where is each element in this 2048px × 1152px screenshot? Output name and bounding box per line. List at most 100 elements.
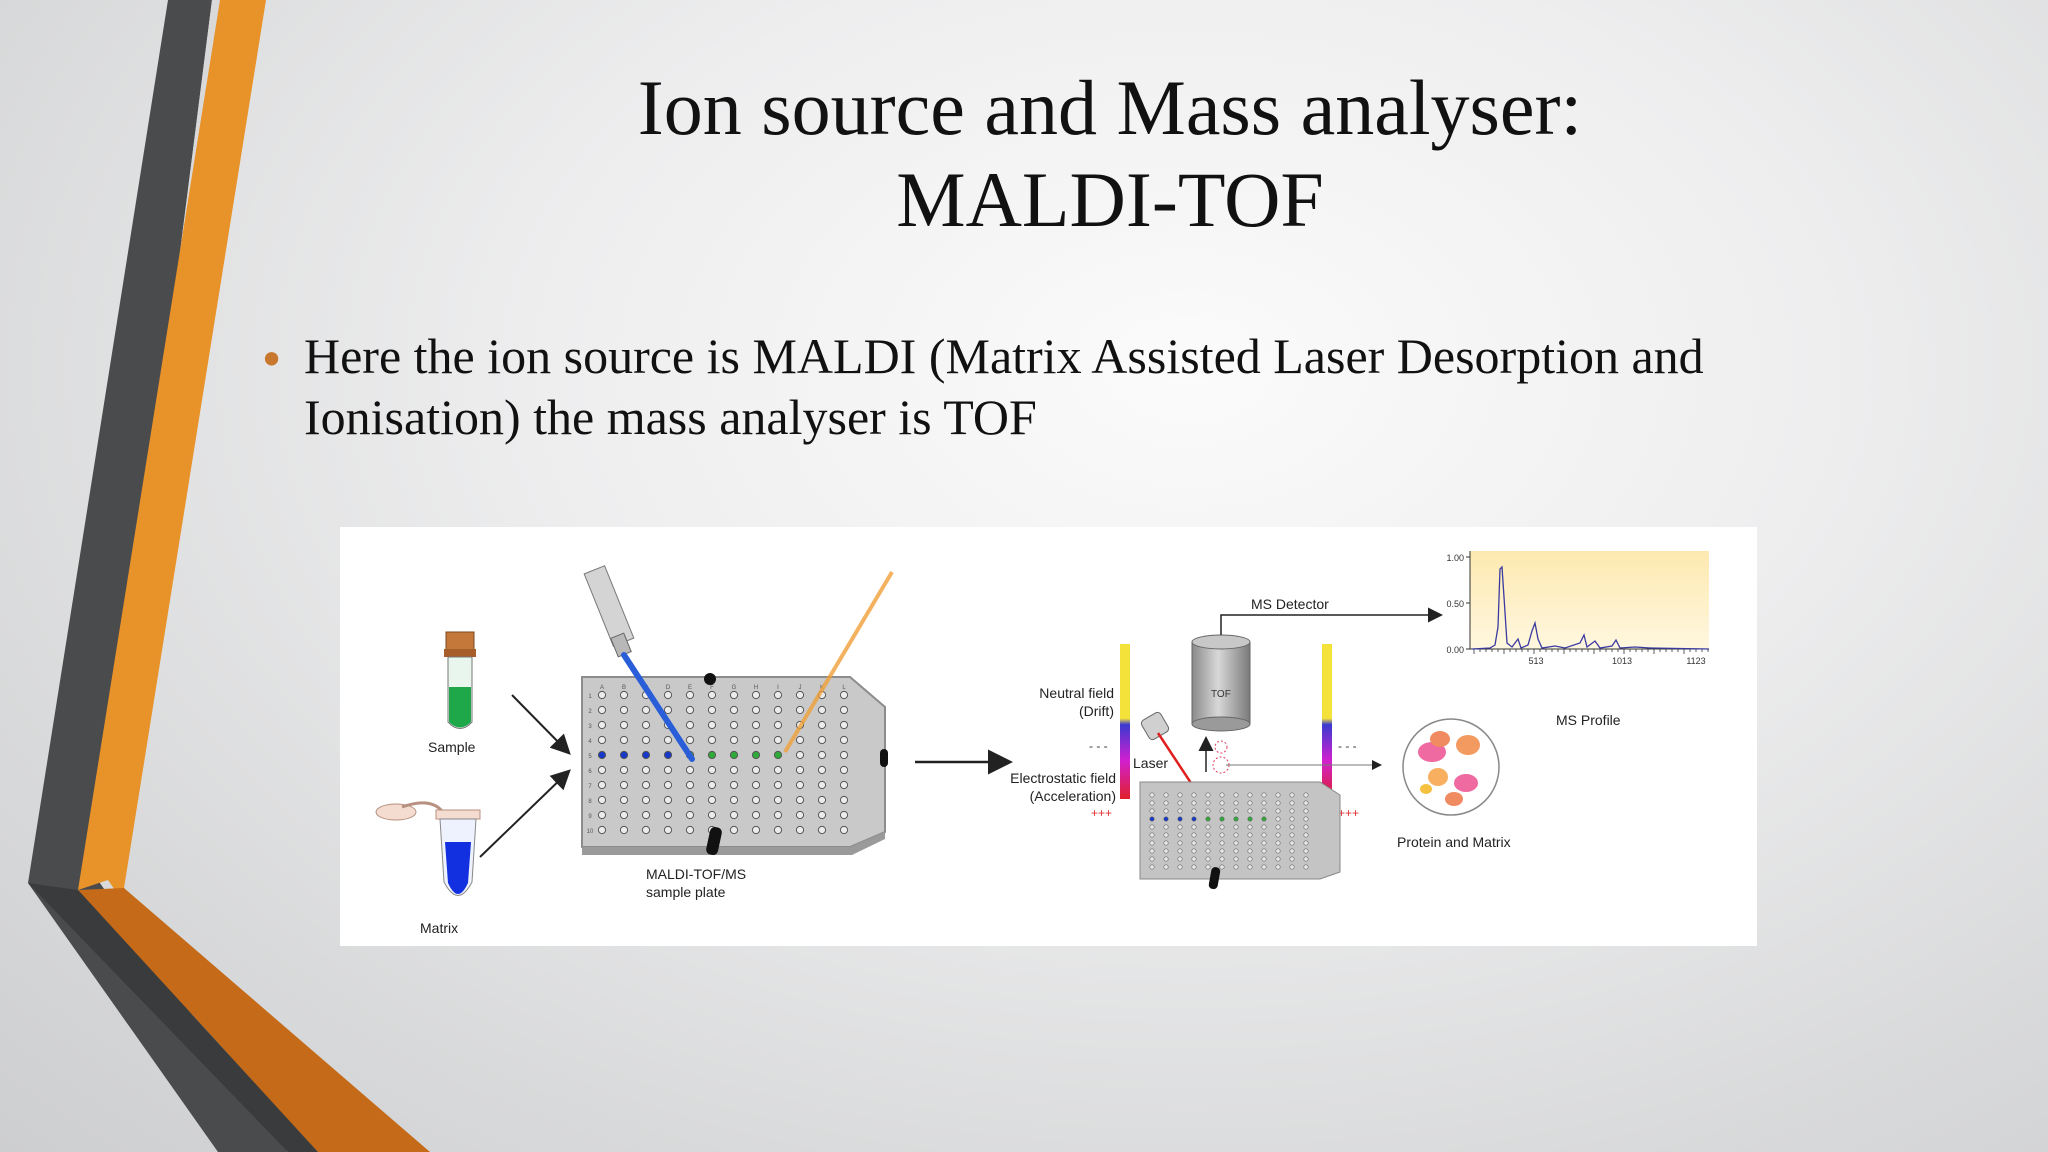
- instrument-plate-well: [1275, 824, 1281, 830]
- bullet-text: Here the ion source is MALDI (Matrix Ass…: [304, 328, 1704, 445]
- instrument-plate-well: [1219, 848, 1225, 854]
- plate-well: [663, 690, 673, 700]
- plate-well: [729, 825, 739, 835]
- tof-label: TOF: [1211, 689, 1231, 700]
- instrument-plate-well: [1303, 792, 1309, 798]
- instrument-plate-well: [1247, 848, 1253, 854]
- maldi-tof-diagram: Sample Matrix ABCDEFGHIJKL12345678910 MA…: [375, 551, 1710, 936]
- instrument-plate-well: [1289, 816, 1295, 822]
- sample-tube: [444, 631, 476, 729]
- plate-label-line1: MALDI-TOF/MS: [646, 866, 746, 882]
- instrument-plate-well: [1205, 840, 1211, 846]
- plate-row-label: 10: [587, 829, 594, 835]
- instrument-plate-well: [1177, 864, 1183, 870]
- plate-well: [773, 735, 783, 745]
- left-plus-signs: +++: [1091, 806, 1112, 820]
- instrument-plate-well: [1275, 840, 1281, 846]
- plate-well: [729, 720, 739, 730]
- instrument-plate-well: [1219, 808, 1225, 814]
- left-field-bar: [1120, 644, 1130, 799]
- plate-well: [817, 810, 827, 820]
- instrument-plate-well: [1191, 856, 1197, 862]
- instrument-plate-well: [1261, 816, 1267, 822]
- plate-row-label: 3: [588, 724, 592, 730]
- plate-well: [597, 705, 607, 715]
- instrument-plate-well: [1289, 840, 1295, 846]
- instrument-plate-well: [1289, 856, 1295, 862]
- instrument-plate-well: [1163, 848, 1169, 854]
- plate-well: [839, 795, 849, 805]
- instrument-plate-well: [1247, 808, 1253, 814]
- left-minus-signs: - - -: [1089, 739, 1108, 753]
- instrument-plate-well: [1261, 856, 1267, 862]
- plate-well: [839, 735, 849, 745]
- instrument-plate-well: [1177, 848, 1183, 854]
- instrument-plate-well: [1289, 800, 1295, 806]
- instrument-plate-well: [1261, 792, 1267, 798]
- spectrum-x-tick-3: 1123: [1686, 656, 1705, 666]
- instrument-plate-well: [1233, 824, 1239, 830]
- plate-well: [729, 735, 739, 745]
- plate-well: [707, 765, 717, 775]
- plate-well: [839, 720, 849, 730]
- instrument-plate-well: [1247, 800, 1253, 806]
- instrument-plate-well: [1191, 816, 1197, 822]
- plate-well: [685, 825, 695, 835]
- instrument-plate-well: [1177, 800, 1183, 806]
- instrument-plate-well: [1163, 800, 1169, 806]
- instrument-plate-well: [1149, 832, 1155, 838]
- instrument-plate-well: [1149, 864, 1155, 870]
- plate-column-label: B: [622, 685, 626, 691]
- plate-row-label: 1: [588, 694, 592, 700]
- instrument-plate-well: [1275, 848, 1281, 854]
- detector-path: [1220, 607, 1443, 635]
- plate-well: [597, 810, 607, 820]
- plate-well: [641, 720, 651, 730]
- instrument-plate-well: [1247, 792, 1253, 798]
- plate-well: [597, 735, 607, 745]
- tof-cylinder: [1191, 634, 1251, 732]
- plate-well: [729, 780, 739, 790]
- plate-well: [663, 795, 673, 805]
- instrument-plate-well: [1303, 824, 1309, 830]
- plate-well: [707, 690, 717, 700]
- instrument-plate-well: [1219, 816, 1225, 822]
- instrument-plate-well: [1219, 824, 1225, 830]
- plate-well: [729, 690, 739, 700]
- plate-well: [641, 810, 651, 820]
- plate-well: [685, 720, 695, 730]
- plate-well: [817, 735, 827, 745]
- plate-well: [685, 810, 695, 820]
- instrument-plate-well: [1191, 864, 1197, 870]
- plate-well: [773, 795, 783, 805]
- instrument-plate-well: [1303, 864, 1309, 870]
- instrument-plate-well: [1177, 808, 1183, 814]
- plate-well: [685, 780, 695, 790]
- orange-stripe: [78, 0, 318, 1152]
- instrument-plate-well: [1233, 808, 1239, 814]
- matrix-label: Matrix: [420, 920, 458, 936]
- instrument-plate-well: [1163, 816, 1169, 822]
- plate-row-label: 4: [588, 739, 592, 745]
- protein-matrix-zoom: [1402, 718, 1500, 816]
- instrument-plate-well: [1177, 792, 1183, 798]
- instrument-plate-well: [1191, 832, 1197, 838]
- plate-well: [663, 810, 673, 820]
- plate-well: [597, 720, 607, 730]
- instrument-plate-well: [1261, 840, 1267, 846]
- instrument-plate-well: [1149, 856, 1155, 862]
- plate-row-label: 2: [588, 709, 592, 715]
- instrument-plate-well: [1261, 800, 1267, 806]
- plate-well: [773, 825, 783, 835]
- instrument-plate-well: [1275, 816, 1281, 822]
- instrument-plate-well: [1233, 840, 1239, 846]
- plate-column-label: F: [710, 685, 714, 691]
- instrument-plate-well: [1219, 864, 1225, 870]
- sample-plate: ABCDEFGHIJKL12345678910: [581, 673, 888, 856]
- plate-well: [685, 705, 695, 715]
- matrix-arrow: [479, 769, 571, 858]
- plate-well: [817, 705, 827, 715]
- plate-well: [751, 750, 761, 760]
- plate-well: [619, 780, 629, 790]
- plate-well: [773, 780, 783, 790]
